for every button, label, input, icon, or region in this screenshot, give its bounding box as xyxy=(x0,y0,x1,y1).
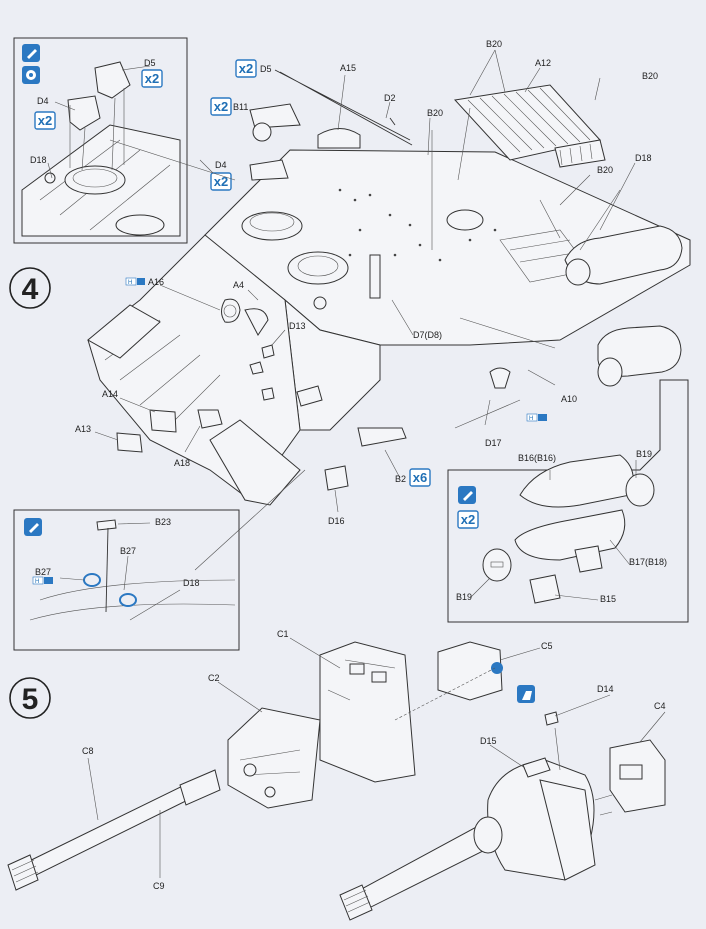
label-b17: B17(B18) xyxy=(629,557,667,567)
label-b20-mid: B20 xyxy=(427,108,443,118)
label-d7: D7(D8) xyxy=(413,330,442,340)
svg-text:H: H xyxy=(529,416,533,422)
label-d18-inset2: D18 xyxy=(183,578,200,588)
label-a13: A13 xyxy=(75,424,91,434)
label-d4: D4 xyxy=(37,96,49,106)
inset-cable-detail: B23 B27 B27 H D18 xyxy=(13,139,306,651)
gun-assembly xyxy=(7,637,666,921)
label-b27-main: B27 xyxy=(120,546,136,556)
label-c2: C2 xyxy=(208,673,220,683)
paint-icon xyxy=(517,685,535,703)
quantity-badge: x2 xyxy=(210,97,232,116)
label-b20-right: B20 xyxy=(642,71,658,81)
label-c8: C8 xyxy=(82,746,94,756)
label-d16: D16 xyxy=(328,516,345,526)
label-d15: D15 xyxy=(480,736,497,746)
label-c5: C5 xyxy=(541,641,553,651)
label-a14: A14 xyxy=(102,389,118,399)
label-b20-top: B20 xyxy=(486,39,502,49)
label-d18-main: D18 xyxy=(635,153,652,163)
glue-icon xyxy=(458,486,476,504)
svg-text:H: H xyxy=(35,579,39,585)
label-d13: D13 xyxy=(289,321,306,331)
label-a10: A10 xyxy=(561,394,577,404)
label-d5: D5 xyxy=(144,58,156,68)
part-reference-badge: H xyxy=(125,277,145,286)
quantity-badge: x6 xyxy=(409,468,431,487)
label-a4: A4 xyxy=(233,280,244,290)
step-4: 4 xyxy=(9,267,51,309)
label-d14: D14 xyxy=(597,684,614,694)
quantity-badge: x2 xyxy=(457,510,479,529)
part-reference-badge: H xyxy=(526,413,547,422)
svg-text:x2: x2 xyxy=(239,61,253,76)
label-b20-low: B20 xyxy=(597,165,613,175)
label-b19-top: B19 xyxy=(636,449,652,459)
label-d18: D18 xyxy=(30,155,47,165)
label-b23: B23 xyxy=(155,517,171,527)
label-d17: D17 xyxy=(485,438,502,448)
label-c1: C1 xyxy=(277,629,289,639)
svg-text:H: H xyxy=(128,280,132,286)
svg-text:x6: x6 xyxy=(413,470,427,485)
svg-text:x2: x2 xyxy=(145,71,159,86)
label-d2: D2 xyxy=(384,93,396,103)
label-b16: B16(B16) xyxy=(518,453,556,463)
label-b2: B2 xyxy=(395,474,406,484)
quantity-badge: x2 xyxy=(34,111,56,130)
label-b11: B11 xyxy=(233,102,248,112)
label-c9: C9 xyxy=(153,881,165,891)
step-5-number: 5 xyxy=(22,683,39,716)
svg-text:x2: x2 xyxy=(461,512,475,527)
svg-text:x2: x2 xyxy=(214,174,228,189)
label-a16: A16 xyxy=(148,277,164,287)
inset-hatch-detail: x2 x2 D5 D4 D18 xyxy=(13,37,188,244)
quantity-badge: x2 xyxy=(141,69,163,88)
glue-icon xyxy=(24,518,42,536)
label-c4: C4 xyxy=(654,701,666,711)
label-a18: A18 xyxy=(174,458,190,468)
step-4-labels: x2 x2 x2 D5 B11 D4 A15 D2 B20 A12 B20 B2… xyxy=(75,39,658,526)
step-4-number: 4 xyxy=(22,273,39,306)
label-d4-main: D4 xyxy=(215,160,227,170)
glue-icon xyxy=(22,44,40,62)
hull-deck xyxy=(87,49,691,513)
svg-text:x2: x2 xyxy=(214,99,228,114)
label-b19-bottom: B19 xyxy=(456,592,472,602)
part-reference-badge: H xyxy=(32,576,53,585)
label-d5-main: D5 xyxy=(260,64,272,74)
step-5: 5 xyxy=(9,677,51,719)
label-a12: A12 xyxy=(535,58,551,68)
label-b27-inset: B27 xyxy=(35,567,51,577)
label-b15: B15 xyxy=(600,594,616,604)
inset-drum-detail: x2 B16(B16) B19 B17(B18) B19 B15 xyxy=(447,379,689,623)
label-a15: A15 xyxy=(340,63,356,73)
svg-text:x2: x2 xyxy=(38,113,52,128)
quantity-badge: x2 xyxy=(235,59,257,78)
drill-icon xyxy=(22,66,40,84)
step-5-labels: C1 C5 C2 D14 C4 D15 C8 C9 xyxy=(82,629,666,891)
